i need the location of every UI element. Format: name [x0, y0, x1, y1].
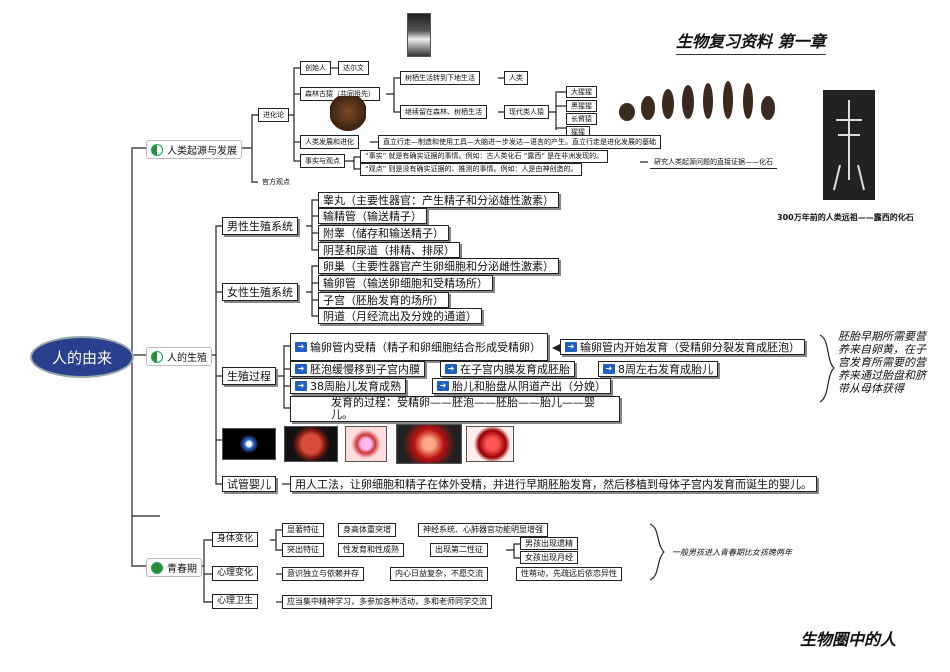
arrow-icon: ➜	[565, 342, 577, 352]
circle-icon	[151, 561, 163, 574]
step-fertilization: ➜输卵管内受精（精子和卵细胞结合形成受精卵）	[290, 333, 548, 361]
half-circle-icon	[151, 143, 163, 156]
node-sex-awake: 性萌动，先疏远后依恋异性	[516, 567, 622, 581]
male-item-penis: 阴茎和尿道（排精、排尿）	[318, 242, 460, 258]
step-fetus-text: 8周左右发育成胎儿	[618, 362, 713, 376]
node-ivf: 试管婴儿	[222, 476, 276, 492]
lucy-caption: 300万年前的人类远祖——露西的化石	[777, 213, 914, 222]
arrow-icon: ➜	[295, 364, 307, 374]
node-independent: 意识独立与依赖并存	[282, 567, 364, 581]
female-item-oviduct: 输卵管（输送卵细胞和受精场所）	[318, 275, 493, 291]
node-sex-dev: 性发育和性成熟	[338, 543, 404, 557]
node-stay-tree: 继续留在森林、树栖生活	[400, 105, 487, 119]
node-puberty-label: 青春期	[167, 564, 197, 575]
node-origin: 人类起源与发展	[146, 140, 242, 159]
male-item-epididymis: 附睾（储存和输送精子）	[318, 225, 449, 241]
node-development: 人类发展和进化	[300, 135, 359, 149]
fetus-image	[396, 424, 462, 464]
page-title: 生物复习资料 第一章	[676, 28, 826, 55]
node-prominent: 突出特征	[282, 543, 324, 557]
arrow-icon: ➜	[445, 364, 457, 374]
node-origin-label: 人类起源与发展	[167, 146, 237, 157]
node-fossil-note: 研究人类起源问题的直接证据——化石	[650, 156, 777, 169]
node-ape-chimp: 黑猩猩	[566, 100, 597, 112]
node-female-system: 女性生殖系统	[222, 283, 298, 301]
step-early-dev-text: 输卵管内开始发育（受精卵分裂发育成胚泡）	[580, 340, 800, 354]
node-reproduction: 人的生殖	[146, 347, 212, 366]
node-obvious: 显著特征	[282, 523, 324, 537]
arrow-icon: ➜	[603, 364, 615, 374]
node-hygiene-text: 应当集中精神学习，多参加各种活动，多和老师同学交流	[282, 595, 492, 609]
node-body-change: 身体变化	[212, 532, 259, 547]
blastocyst-image	[284, 426, 338, 462]
node-ape-gibbon: 长臂猿	[566, 113, 597, 125]
dev-process: 发育的过程：受精卵——胚泡——胚胎——胎儿——婴儿。	[290, 396, 620, 422]
arrow-icon: ➜	[437, 381, 449, 391]
root-node: 人的由来	[30, 336, 134, 378]
node-fact-view: 事实与观点	[300, 154, 345, 168]
age-note: 一般男孩进入青春期比女孩晚两年	[672, 548, 792, 557]
step-mature: ➜38周胎儿发育成熟	[290, 378, 406, 394]
placenta-image	[466, 426, 514, 462]
node-complex: 内心日益复杂，不愿交流	[390, 567, 488, 581]
node-human: 人类	[504, 71, 528, 85]
female-item-ovary: 卵巢（主要性器官产生卵细胞和分泌雌性激素）	[318, 258, 559, 274]
step-embryo: ➜在子宫内膜发育成胚胎	[440, 361, 575, 377]
step-mature-text: 38周胎儿发育成熟	[310, 379, 401, 393]
male-item-vas: 输精管（输送精子）	[318, 208, 427, 224]
node-mind-change: 心理变化	[212, 566, 259, 581]
node-official-view: 官方观点	[258, 175, 294, 189]
step-early-dev: ➜输卵管内开始发育（受精卵分裂发育成胚泡）	[560, 339, 805, 355]
node-founder: 创始人	[300, 61, 331, 75]
node-view-text: “观点” 则是没有确实证据的、推测的事情。例如：人是由神创造的。	[360, 163, 583, 176]
node-male-system: 男性生殖系统	[222, 217, 298, 235]
node-nerve: 神经系统、心肺器官功能明显增强	[418, 523, 548, 537]
node-girl: 女孩出现月经	[520, 551, 578, 564]
step-blastocyst-move-text: 胚泡缓慢移到子宫内膜	[310, 362, 420, 376]
darwin-portrait-image	[407, 13, 431, 57]
node-darwin: 达尔文	[338, 61, 369, 75]
node-process: 生殖过程	[222, 367, 276, 385]
half-circle-icon	[151, 350, 163, 363]
node-ape-gorilla: 大猩猩	[566, 86, 597, 98]
step-embryo-text: 在子宫内膜发育成胚胎	[460, 362, 570, 376]
embryo-image	[345, 426, 387, 462]
step-birth-text: 胎儿和胎盘从阴道产出（分娩）	[452, 379, 606, 393]
step-fetus: ➜8周左右发育成胎儿	[598, 361, 718, 377]
node-height: 身高体重突增	[338, 523, 396, 537]
arrow-icon: ➜	[295, 342, 307, 352]
nutrition-note: 胚胎早期所需要营养来自卵黄，在子宫发育所需要的营养来通过胎盘和脐带从母体获得	[838, 330, 926, 395]
ivf-text: 用人工法，让卵细胞和精子在体外受精，并进行早期胚胎发育，然后移植到母体子宫内发育…	[290, 476, 817, 492]
female-item-uterus: 子宫（胚胎发育的场所）	[318, 292, 449, 308]
node-boy: 男孩出现遗精	[520, 537, 578, 550]
step-blastocyst-move: ➜胚泡缓慢移到子宫内膜	[290, 361, 425, 377]
step-fertilization-text: 输卵管内受精（精子和卵细胞结合形成受精卵）	[310, 340, 541, 354]
arrow-icon: ➜	[295, 381, 307, 391]
node-tree-to-ground: 树栖生活转到下地生活	[400, 71, 480, 85]
ape-image	[330, 96, 366, 132]
node-fact-text: “事实” 就是有确实证据的事情。例如：古人类化石 “露西” 是在非洲发现的。	[360, 150, 609, 163]
node-development-text: 直立行走—制造和使用工具—大脑进一步发达—语言的产生。直立行走是进化发展的基础	[378, 135, 661, 149]
footer-title: 生物圈中的人	[800, 630, 897, 649]
node-hygiene: 心理卫生	[212, 594, 259, 609]
egg-cell-image	[222, 428, 276, 460]
node-reproduction-label: 人的生殖	[167, 353, 207, 364]
male-item-testis: 睾丸（主要性器官：产生精子和分泌雄性激素）	[318, 192, 559, 208]
node-second-sex: 出现第二性征	[430, 543, 488, 557]
node-modern-apes: 现代类人猿	[504, 105, 549, 119]
node-puberty: 青春期	[146, 558, 202, 577]
female-item-vagina: 阴道（月经流出及分娩的通道）	[318, 308, 482, 324]
step-birth: ➜胎儿和胎盘从阴道产出（分娩）	[432, 378, 611, 394]
node-evolution: 进化论	[258, 108, 289, 122]
